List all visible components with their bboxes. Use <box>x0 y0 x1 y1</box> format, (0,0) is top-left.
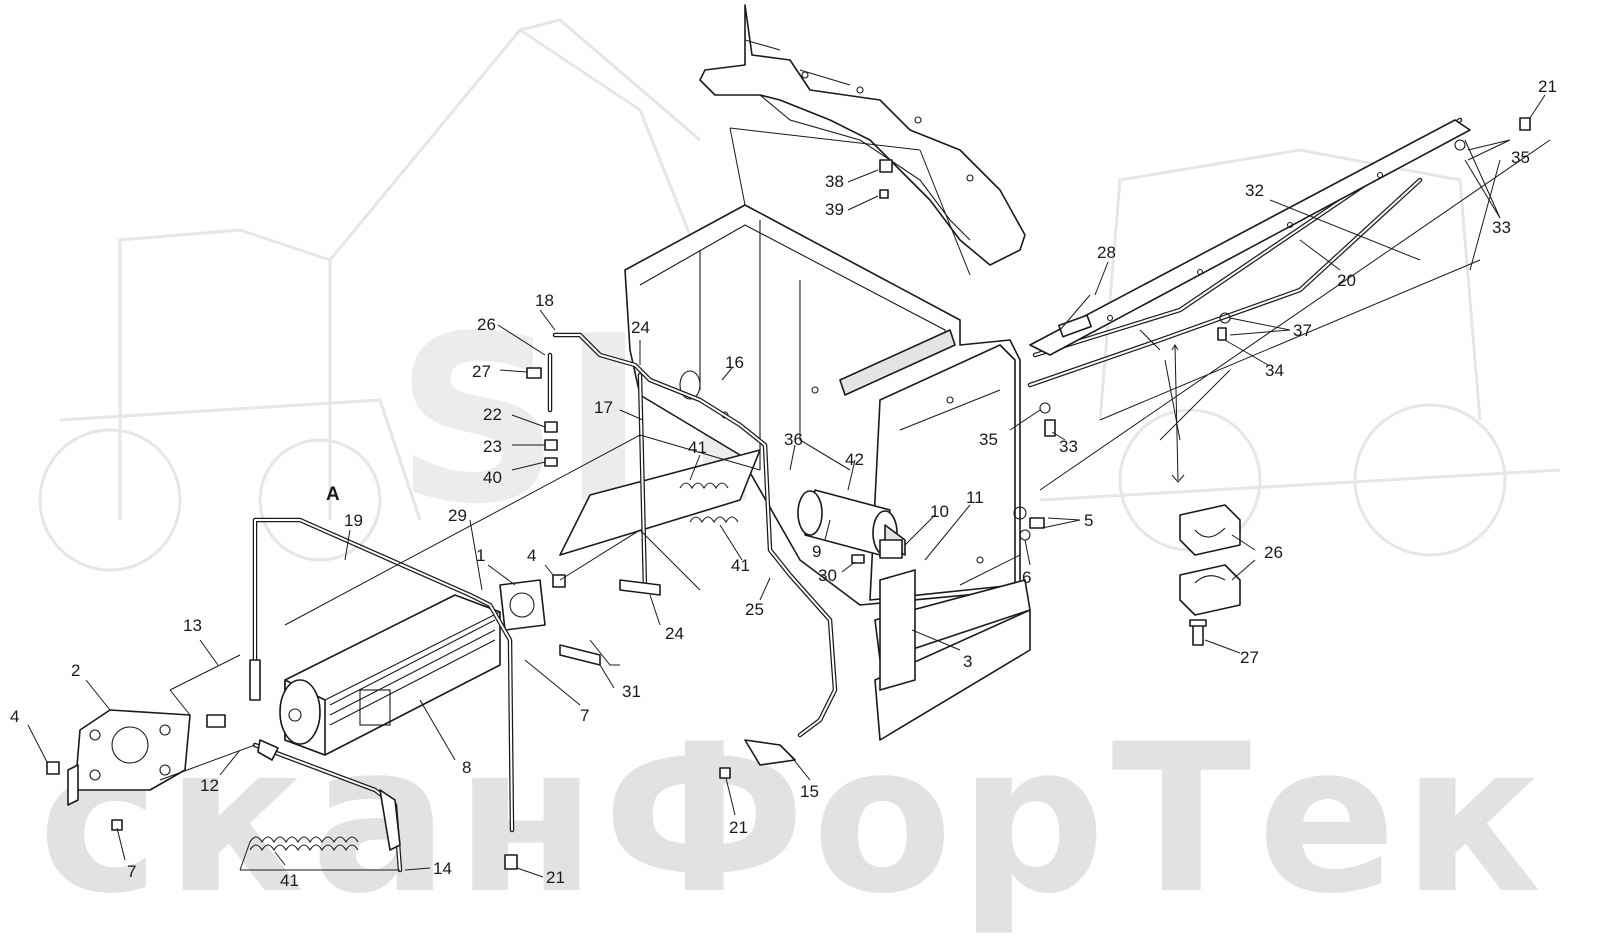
callout-26: 26 <box>477 315 496 334</box>
part-32-long-bracket <box>1029 119 1471 356</box>
drawing: 1 2 3 4 4 5 6 7 7 8 9 10 11 12 13 14 15 … <box>10 4 1557 890</box>
callout-10: 10 <box>930 502 949 521</box>
callout-25: 25 <box>745 600 764 619</box>
callout-35: 35 <box>1511 148 1530 167</box>
watermark-machine-outline <box>38 18 1561 572</box>
callout-21: 21 <box>729 818 748 837</box>
lower-skirt-plates <box>559 449 1031 741</box>
callout-27: 27 <box>1240 648 1259 667</box>
callout-21: 21 <box>1538 77 1557 96</box>
part-26-clamp-halves <box>1179 504 1241 646</box>
callout-18: 18 <box>535 291 554 310</box>
callout-12: 12 <box>200 776 219 795</box>
callout-26: 26 <box>1264 543 1283 562</box>
callout-27: 27 <box>472 362 491 381</box>
callout-labels: 1 2 3 4 4 5 6 7 7 8 9 10 11 12 13 14 15 … <box>10 77 1557 890</box>
callout-24: 24 <box>631 318 650 337</box>
part-8-tank <box>279 594 501 756</box>
callout-35: 35 <box>979 430 998 449</box>
callout-21: 21 <box>546 868 565 887</box>
callout-37: 37 <box>1293 321 1312 340</box>
callout-8: 8 <box>462 758 471 777</box>
callout-7: 7 <box>127 862 136 881</box>
housing-frame <box>624 204 1021 606</box>
callout-2: 2 <box>71 661 80 680</box>
callout-19: 19 <box>344 511 363 530</box>
callout-9: 9 <box>812 542 821 561</box>
callout-42: 42 <box>845 450 864 469</box>
callout-22: 22 <box>483 405 502 424</box>
view-letter-a: A <box>326 484 340 505</box>
callout-30: 30 <box>818 566 837 585</box>
pipelines <box>252 117 1463 873</box>
callout-11: 11 <box>966 488 984 507</box>
callout-39: 39 <box>825 200 844 219</box>
callout-13: 13 <box>183 616 202 635</box>
part-41-spring-clips <box>249 482 739 852</box>
part-1-flange-plate <box>499 579 546 631</box>
callout-29: 29 <box>448 506 467 525</box>
callout-5: 5 <box>1084 511 1093 530</box>
callout-33: 33 <box>1059 437 1078 456</box>
callout-leaders <box>27 94 1546 878</box>
assembly-guide-lines <box>159 127 1551 871</box>
callout-36: 36 <box>784 430 803 449</box>
callout-41: 41 <box>280 871 299 890</box>
callout-20: 20 <box>1337 271 1356 290</box>
callout-31: 31 <box>622 682 641 701</box>
callout-17: 17 <box>594 398 613 417</box>
callout-24: 24 <box>665 624 684 643</box>
callout-6: 6 <box>1022 568 1031 587</box>
callout-4: 4 <box>10 707 19 726</box>
callout-16: 16 <box>725 353 744 372</box>
callout-3: 3 <box>963 652 972 671</box>
callout-15: 15 <box>800 782 819 801</box>
top-mounting-bracket <box>699 4 1026 266</box>
callout-34: 34 <box>1265 361 1284 380</box>
callout-32: 32 <box>1245 181 1264 200</box>
callout-38: 38 <box>825 172 844 191</box>
callout-7: 7 <box>580 706 589 725</box>
part-2-flange-plate <box>67 709 191 806</box>
callout-40: 40 <box>483 468 502 487</box>
callout-41: 41 <box>731 556 750 575</box>
callout-14: 14 <box>433 859 452 878</box>
callout-4: 4 <box>527 546 536 565</box>
callout-41: 41 <box>688 438 707 457</box>
callout-1: 1 <box>476 546 485 565</box>
callout-28: 28 <box>1097 243 1116 262</box>
callout-23: 23 <box>483 437 502 456</box>
callout-33: 33 <box>1492 218 1511 237</box>
part-28-connector <box>1058 314 1092 338</box>
watermark-brand-text: сканФорТек <box>38 701 1548 939</box>
